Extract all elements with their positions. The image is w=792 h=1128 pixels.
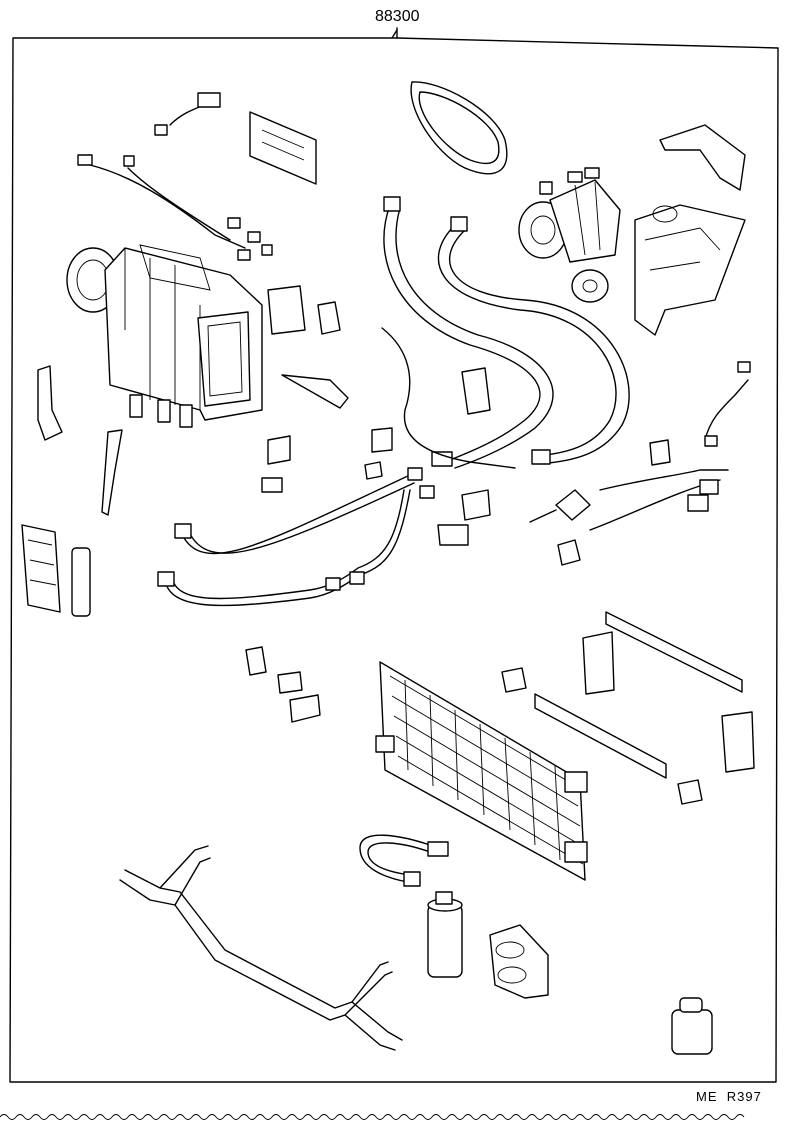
short-hose — [359, 834, 449, 887]
wiring-harness — [77, 92, 273, 261]
page-edge-wave — [0, 1114, 745, 1120]
compressor-bracket — [634, 124, 746, 336]
compressor — [518, 167, 621, 263]
discharge-hose — [437, 216, 630, 465]
liquid-tube — [157, 327, 516, 607]
receiver-dryer — [427, 891, 463, 978]
oil-bottle — [671, 997, 713, 1055]
reference-code-label: ME R397 — [696, 1089, 762, 1104]
drive-belt — [410, 81, 508, 175]
diagram-frame — [9, 27, 779, 1083]
clips-and-brackets — [37, 285, 671, 723]
idler-pulley — [571, 269, 609, 303]
heater-unit — [66, 244, 263, 428]
suction-hose — [383, 196, 554, 469]
part-number-label: 88300 — [375, 8, 420, 25]
support-brace — [119, 845, 403, 1051]
condenser — [375, 661, 588, 881]
insulation-sheet — [21, 524, 91, 617]
pressure-switch — [529, 361, 751, 531]
receiver-bracket — [489, 924, 549, 999]
foam-strips — [501, 611, 755, 805]
nameplate — [249, 111, 317, 185]
